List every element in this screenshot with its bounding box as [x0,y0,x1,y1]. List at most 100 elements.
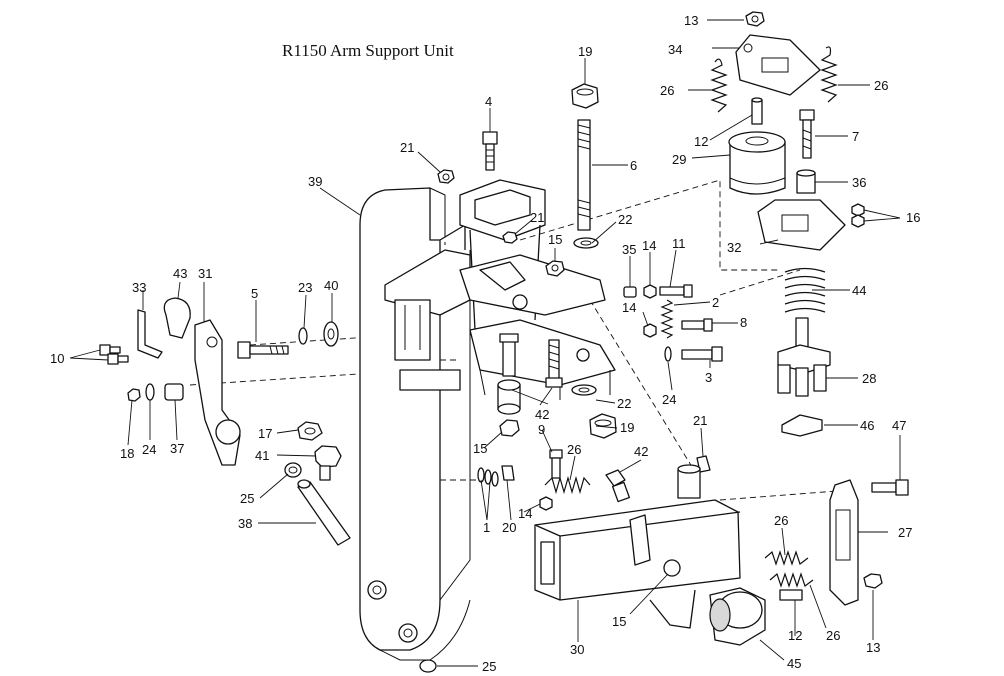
callout-26: 26 [774,513,788,528]
arm-bracket [384,224,471,391]
callout-15: 15 [612,614,626,629]
nuts-16 [851,203,865,228]
washer-40 [323,321,339,347]
callout-6: 6 [630,158,637,173]
callout-26: 26 [567,442,581,457]
screw-11 [659,284,693,298]
callout-3: 3 [705,370,712,385]
plate-34 [735,34,821,96]
callout-24: 24 [662,392,676,407]
callout-40: 40 [324,278,338,293]
callout-12: 12 [694,134,708,149]
bolt-42b-upper [499,333,519,377]
clip-20 [501,465,515,481]
callout-26: 26 [826,628,840,643]
bracket-33 [137,309,163,359]
rod-38 [297,479,351,546]
callout-29: 29 [672,152,686,167]
callout-32: 32 [727,240,741,255]
callout-26: 26 [874,78,888,93]
drum-29 [728,131,786,195]
cap-46 [781,414,823,437]
callout-42: 42 [535,407,549,422]
spring-26b [820,46,838,103]
callout-33: 33 [132,280,146,295]
callout-25: 25 [240,491,254,506]
bolt-42b [605,469,631,503]
washer-22b [571,384,597,396]
screw-9 [549,449,563,479]
small-parts-18-24-37 [127,383,184,402]
callout-17: 17 [258,426,272,441]
callout-14: 14 [642,238,656,253]
stud-6 [577,119,591,231]
bolt-7 [799,109,815,159]
callout-35: 35 [622,242,636,257]
leader-lines [69,19,901,667]
nut-13b [863,573,883,589]
springs-26d [764,550,814,588]
washers-1 [477,467,499,487]
knob-43 [163,297,191,339]
spring-26a [710,58,728,113]
callout-11: 11 [672,236,686,251]
sleeve-36 [796,169,816,194]
callout-numbers: 13 34 26 26 19 4 12 7 29 21 6 36 39 16 2… [50,13,920,674]
callout-42: 42 [634,444,648,459]
callout-46: 46 [860,418,874,433]
bushing-25b [419,659,437,673]
callout-14: 14 [622,300,636,315]
washer-24a [664,346,672,362]
nut-14b [643,323,657,338]
bolt-41 [314,445,342,481]
callout-19: 19 [620,420,634,435]
nut-21b [502,231,518,244]
lever-31 [194,319,241,466]
callout-27: 27 [898,525,912,540]
callout-26: 26 [660,83,674,98]
callout-14: 14 [518,506,532,521]
pin-12a [751,97,763,125]
bushing-25a [284,462,302,478]
spacer [497,379,521,415]
screw-8 [681,318,713,332]
nut-15b [499,419,520,437]
callout-10: 10 [50,351,64,366]
nut-15a [545,260,565,277]
callout-43: 43 [173,266,187,281]
callout-13: 13 [684,13,698,28]
nut-13a [745,11,765,27]
callout-41: 41 [255,448,269,463]
spring-26c [544,475,591,495]
washer-23 [298,327,308,345]
bolt-5 [237,341,289,359]
callout-36: 36 [852,175,866,190]
callout-34: 34 [668,42,682,57]
bolt-4 [482,131,498,171]
callout-21: 21 [530,210,544,225]
tube-30 [534,464,741,629]
callout-4: 4 [485,94,492,109]
callout-7: 7 [852,129,859,144]
callout-22: 22 [617,396,631,411]
plate-27 [829,479,859,606]
callout-44: 44 [852,283,866,298]
bolt-3 [681,346,723,362]
callout-5: 5 [251,286,258,301]
callout-28: 28 [862,371,876,386]
plate-32 [757,199,846,251]
cylinder-28 [777,317,831,397]
callout-19: 19 [578,44,592,59]
spring-2 [660,299,674,339]
callout-21: 21 [693,413,707,428]
callout-15: 15 [548,232,562,247]
nut-19b [589,413,617,439]
callout-45: 45 [787,656,801,671]
bolt-42a [545,339,563,388]
callout-15: 15 [473,441,487,456]
callout-39: 39 [308,174,322,189]
callout-25: 25 [482,659,496,674]
nut-14c [539,496,553,511]
callout-23: 23 [298,280,312,295]
